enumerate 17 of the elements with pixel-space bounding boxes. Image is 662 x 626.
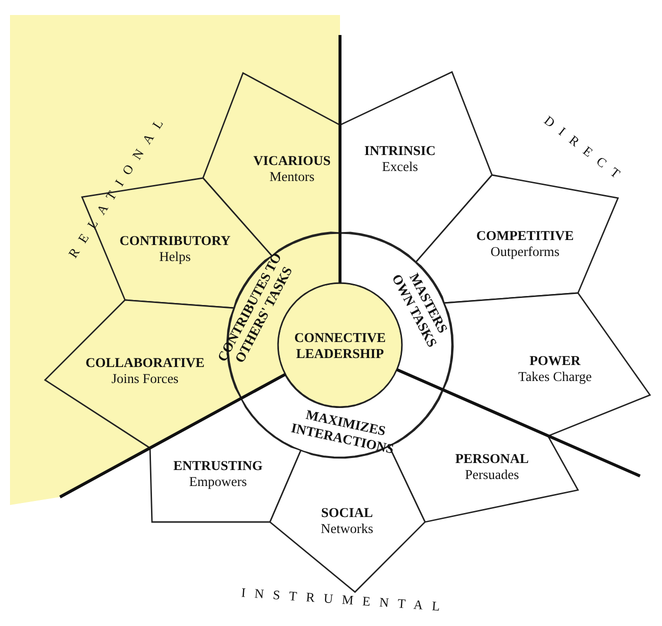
style-description: Mentors <box>268 169 316 186</box>
style-description: Empowers <box>188 474 248 490</box>
style-name: SOCIAL <box>320 505 374 522</box>
style-name: ENTRUSTING <box>172 458 264 474</box>
style-description: Excels <box>381 159 419 176</box>
style-name: POWER <box>528 353 582 370</box>
style-name: INTRINSIC <box>363 143 437 160</box>
style-description: Takes Charge <box>517 369 593 386</box>
style-name: VICARIOUS <box>252 153 332 170</box>
center-label: CONNECTIVE LEADERSHIP <box>293 330 387 362</box>
style-description: Networks <box>320 521 374 538</box>
style-name: COLLABORATIVE <box>84 355 206 372</box>
style-name: COMPETITIVE <box>475 228 575 244</box>
style-description: Joins Forces <box>110 371 180 388</box>
style-description: Outperforms <box>490 244 560 260</box>
style-description: Persuades <box>464 467 520 484</box>
style-name: PERSONAL <box>454 451 530 468</box>
